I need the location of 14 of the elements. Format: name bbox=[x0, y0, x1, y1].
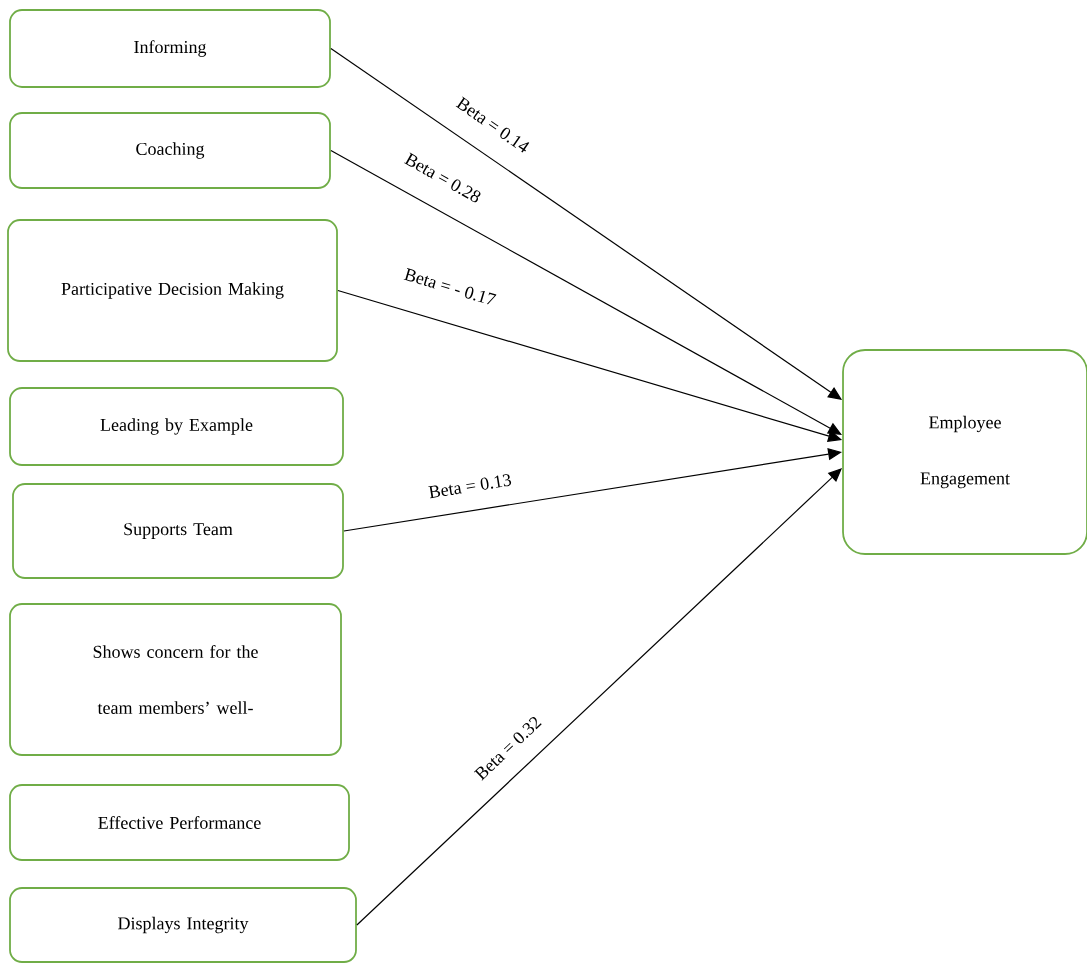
process-box: Shows concern for the team members’ well- bbox=[9, 603, 342, 756]
edge-label: Beta = - 0.17 bbox=[403, 268, 497, 305]
process-box: Supports Team bbox=[12, 483, 344, 579]
process-box: Participative Decision Making bbox=[7, 219, 338, 362]
edge-label: Beta = 0.13 bbox=[428, 474, 512, 499]
process-box: Employee Engagement bbox=[842, 349, 1087, 555]
process-box: Informing bbox=[9, 9, 331, 88]
process-box: Coaching bbox=[9, 112, 331, 189]
edge-label: Beta = 0.14 bbox=[455, 96, 530, 153]
edge-label: Beta = 0.32 bbox=[473, 716, 542, 781]
process-box: Effective Performance bbox=[9, 784, 350, 861]
process-box: Displays Integrity bbox=[9, 887, 357, 963]
edge-label: Beta = 0.28 bbox=[404, 152, 481, 203]
process-box: Leading by Example bbox=[9, 387, 344, 466]
